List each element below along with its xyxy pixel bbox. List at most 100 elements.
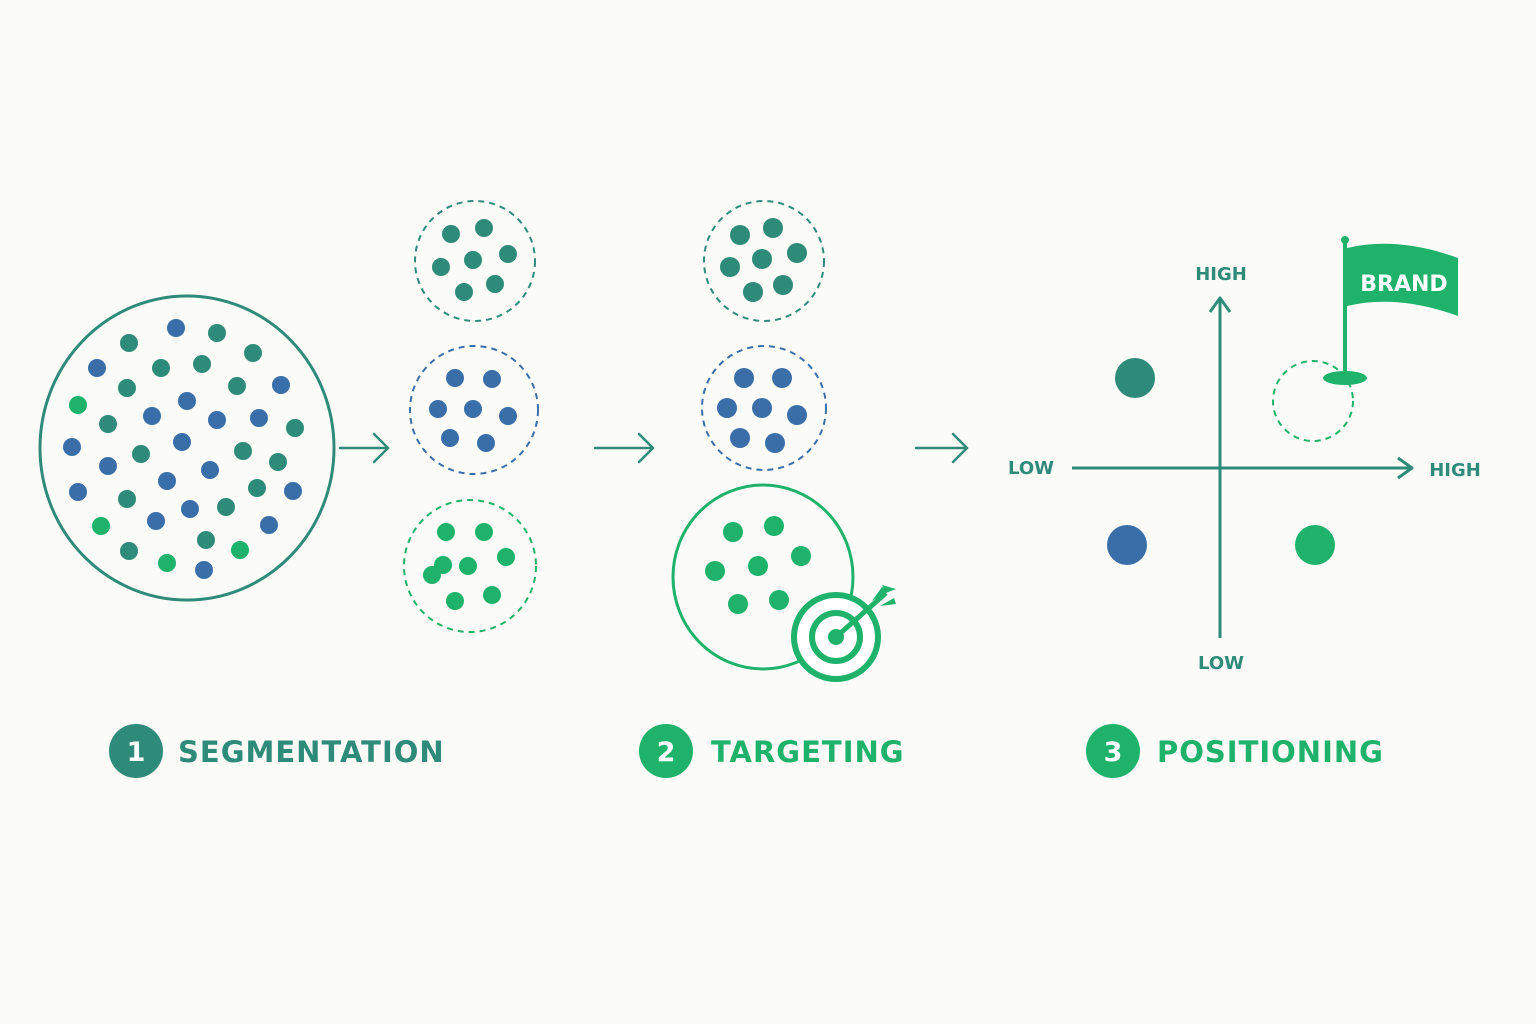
market-circle	[38, 294, 336, 602]
customer-dot	[208, 324, 226, 342]
segment-dot	[459, 557, 477, 575]
segment-dot	[764, 516, 784, 536]
customer-dot	[250, 409, 268, 427]
customer-dot	[92, 517, 110, 535]
customer-dot	[208, 411, 226, 429]
customer-dot	[120, 542, 138, 560]
competitor-dot-blue	[1107, 525, 1147, 565]
customer-dot	[197, 531, 215, 549]
customer-dot	[69, 483, 87, 501]
customer-dot	[231, 541, 249, 559]
market-group	[38, 294, 336, 602]
customer-dot	[69, 396, 87, 414]
segment-dot	[763, 218, 783, 238]
customer-dot	[99, 415, 117, 433]
x-axis-arrowhead	[1397, 456, 1414, 480]
segment-dot	[446, 369, 464, 387]
step-title: TARGETING	[711, 735, 905, 769]
segment-dot	[497, 548, 515, 566]
market-dots	[63, 319, 304, 579]
step-title: SEGMENTATION	[178, 735, 445, 769]
y-axis-high-label: HIGH	[1195, 264, 1247, 285]
segment-dot	[486, 275, 504, 293]
customer-dot	[286, 419, 304, 437]
step-1: 1 SEGMENTATION	[109, 724, 445, 778]
segment-circle-blue	[409, 345, 539, 475]
segment-dot	[437, 523, 455, 541]
segment-dot	[734, 368, 754, 388]
segment-dot	[752, 398, 772, 418]
segment-dot	[446, 592, 464, 610]
segment-dot	[429, 400, 447, 418]
customer-dot	[272, 376, 290, 394]
step-number: 3	[1104, 737, 1123, 768]
y-axis-arrowhead	[1208, 296, 1232, 313]
customer-dot	[193, 355, 211, 373]
segment-dot	[483, 370, 501, 388]
target-segment-circle-blue	[701, 345, 827, 471]
segment-dot	[441, 429, 459, 447]
flag-banner	[1347, 243, 1458, 316]
customer-dot	[181, 500, 199, 518]
segment-dot	[730, 428, 750, 448]
y-axis-low-label: LOW	[1198, 653, 1244, 674]
segment-dot	[705, 561, 725, 581]
customer-dot	[158, 554, 176, 572]
customer-dot	[167, 319, 185, 337]
segment-dot	[464, 400, 482, 418]
targeting-dots	[705, 218, 811, 614]
customer-dot	[120, 334, 138, 352]
segment-dot	[769, 590, 789, 610]
segment-dot	[772, 368, 792, 388]
segment-dot	[475, 523, 493, 541]
customer-dot	[132, 445, 150, 463]
x-axis-low-label: LOW	[1008, 458, 1054, 479]
step-3: 3 POSITIONING	[1086, 724, 1384, 778]
segment-dot	[791, 546, 811, 566]
segments-column	[403, 200, 539, 633]
arrow-right-icon	[338, 432, 390, 464]
customer-dot	[152, 359, 170, 377]
segment-dot	[483, 586, 501, 604]
segment-dot	[455, 283, 473, 301]
x-axis-high-label: HIGH	[1429, 460, 1481, 481]
targeting-column	[671, 200, 896, 682]
customer-dot	[173, 433, 191, 451]
segment-dot	[720, 257, 740, 277]
customer-dot	[118, 379, 136, 397]
customer-dot	[178, 392, 196, 410]
segment-dot	[787, 405, 807, 425]
customer-dot	[269, 453, 287, 471]
customer-dot	[234, 442, 252, 460]
brand-position-circle	[1272, 360, 1354, 442]
segment-dot	[432, 258, 450, 276]
segment-dot	[477, 434, 495, 452]
target-segment-circle-teal	[703, 200, 825, 322]
segment-dot	[475, 219, 493, 237]
customer-dot	[143, 407, 161, 425]
segment-dot	[499, 407, 517, 425]
segment-dot	[499, 245, 517, 263]
segment-dot	[787, 243, 807, 263]
customer-dot	[99, 457, 117, 475]
segment-circle-teal	[414, 200, 536, 322]
competitor-dot-green	[1295, 525, 1335, 565]
customer-dot	[63, 438, 81, 456]
customer-dot	[284, 482, 302, 500]
customer-dot	[118, 490, 136, 508]
segment-dot	[442, 225, 460, 243]
brand-label: BRAND	[1360, 272, 1447, 297]
flag-icon: BRAND	[1323, 236, 1458, 385]
segment-dot	[743, 282, 763, 302]
step-number-badge	[1086, 724, 1140, 778]
segment-dot	[765, 433, 785, 453]
step-title: POSITIONING	[1157, 735, 1384, 769]
customer-dot	[147, 512, 165, 530]
step-number-badge	[109, 724, 163, 778]
targeted-segment-circle	[671, 483, 855, 671]
customer-dot	[201, 461, 219, 479]
step-number-badge	[639, 724, 693, 778]
customer-dot	[260, 516, 278, 534]
step-number: 2	[657, 737, 676, 768]
segment-dots	[423, 219, 517, 610]
